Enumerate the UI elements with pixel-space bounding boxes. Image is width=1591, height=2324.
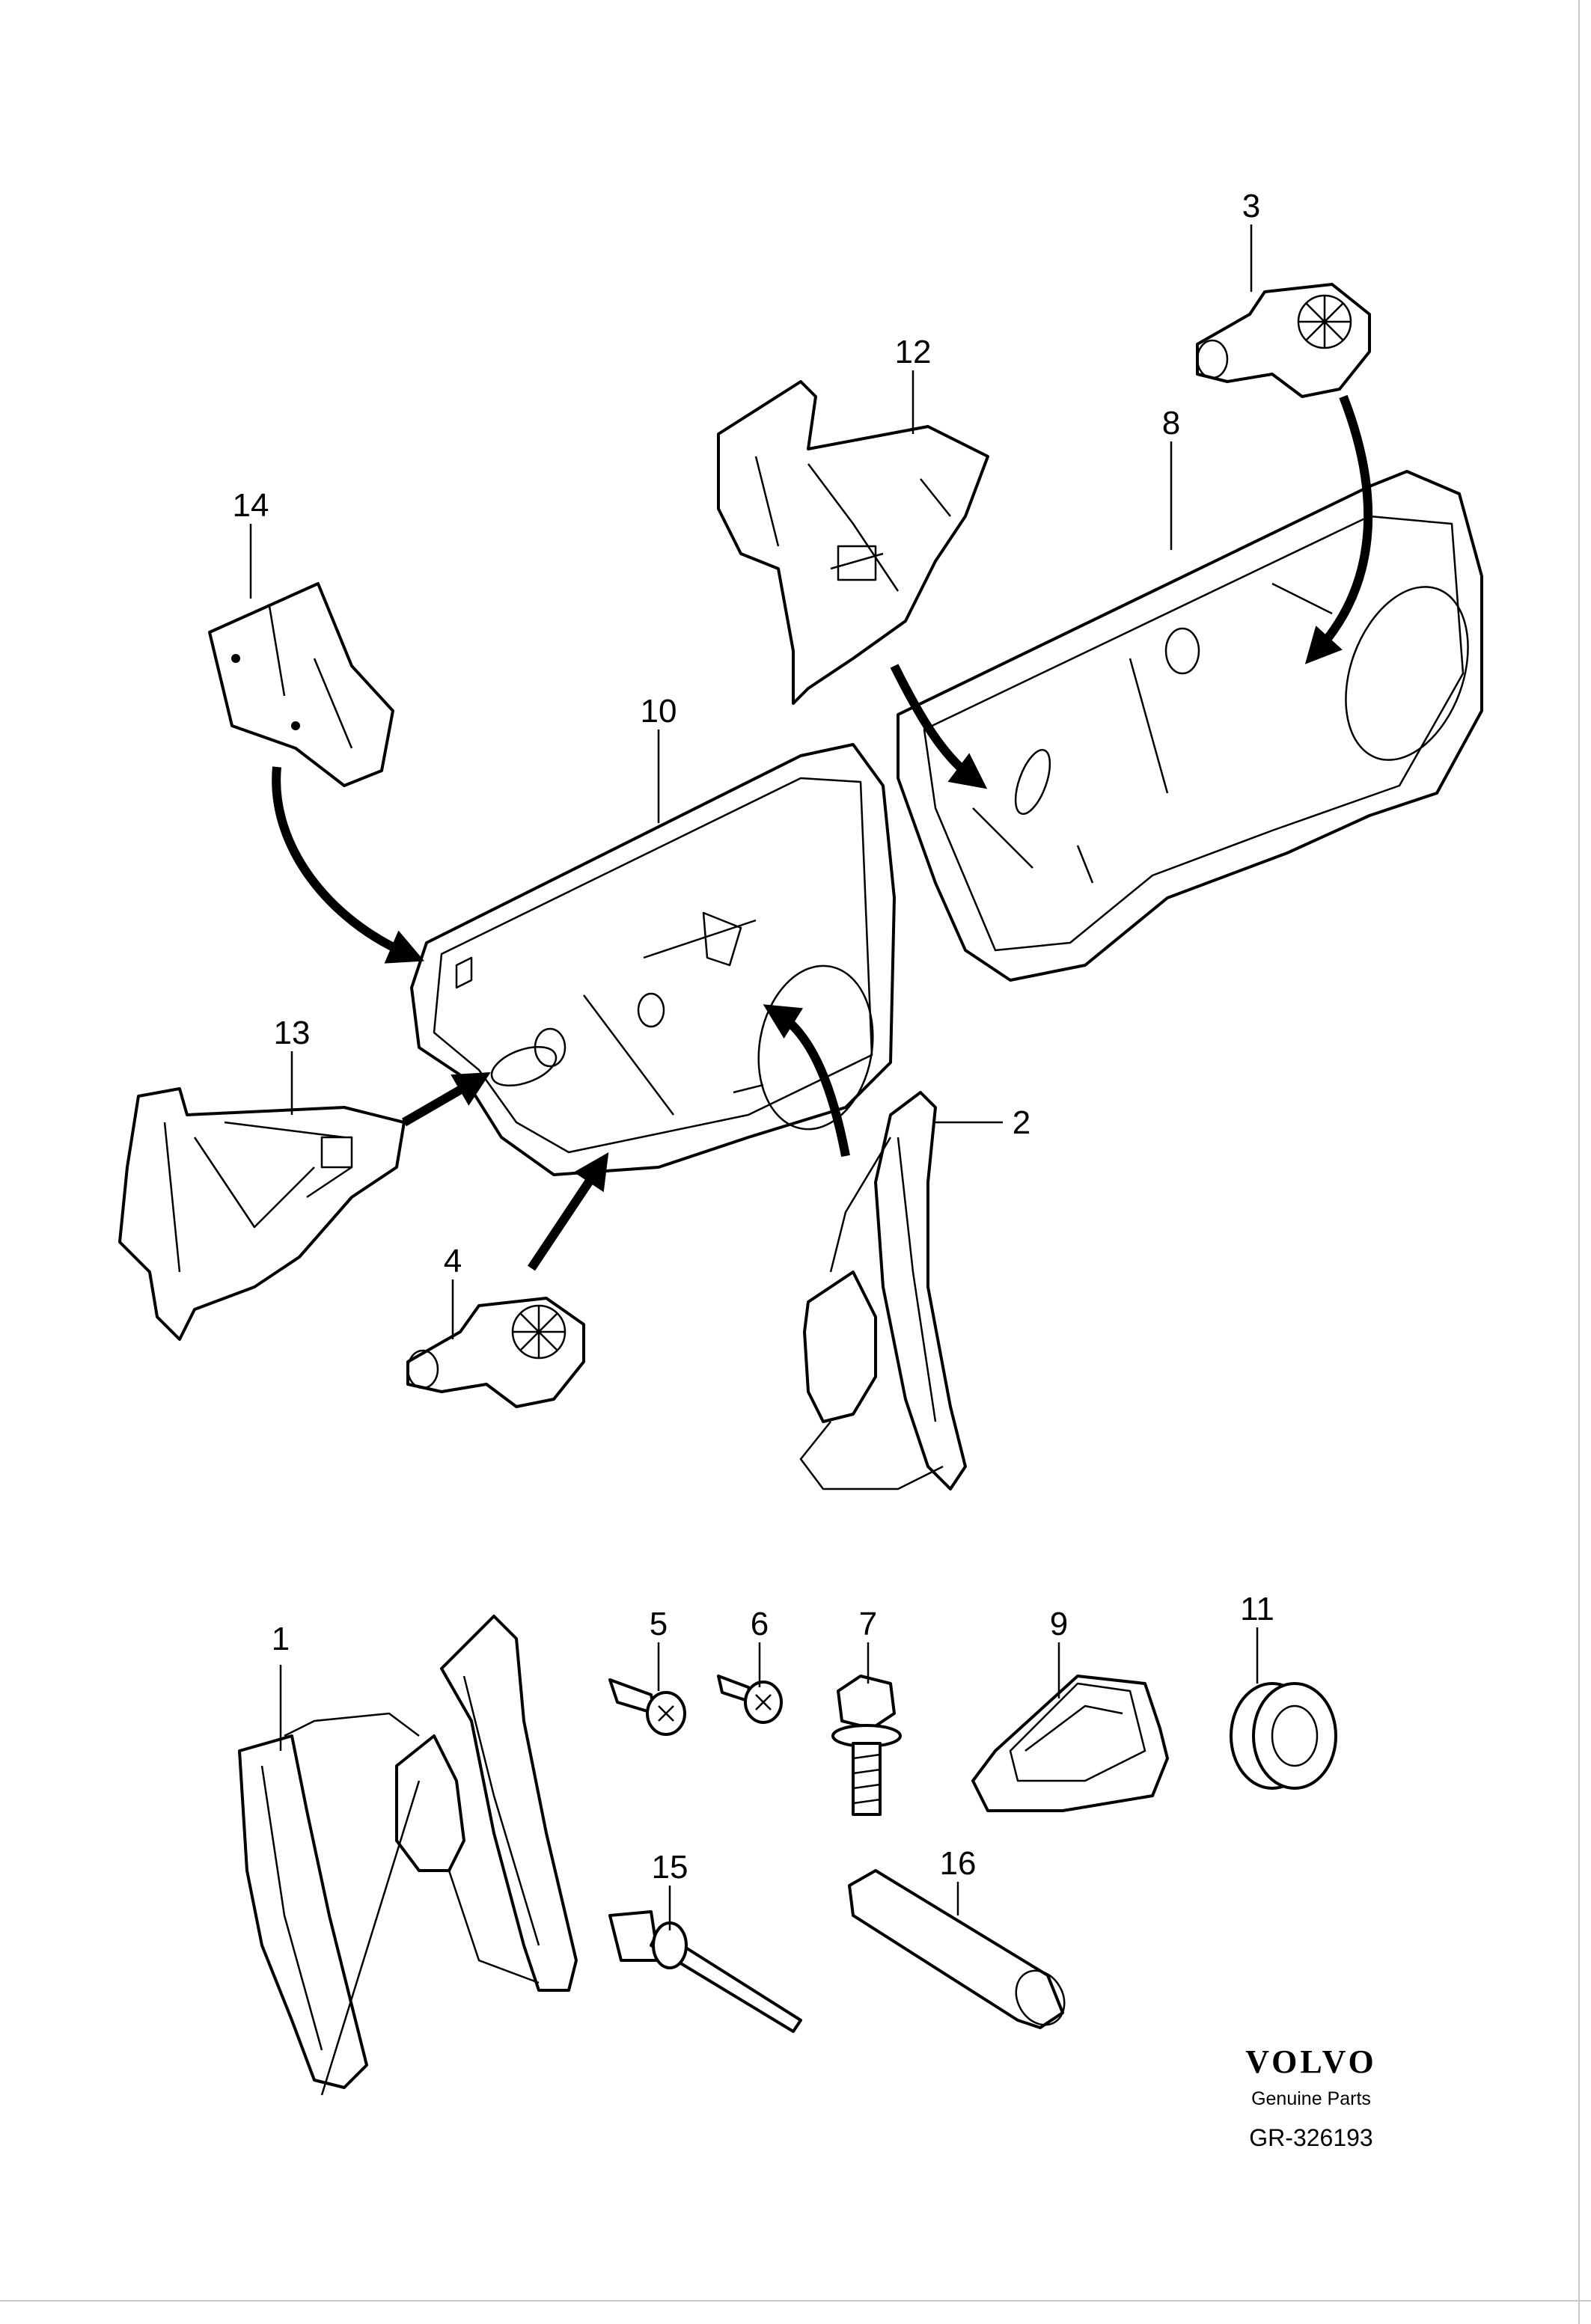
part-2-regulator[interactable] [799,1091,967,1490]
callout-11: 11 [1240,1591,1274,1627]
callout-labels: 1 2 3 4 5 6 7 8 9 10 11 12 13 14 15 16 [233,188,1274,1886]
callout-2: 2 [1013,1104,1030,1141]
callout-12: 12 [895,334,932,370]
brand-block: VOLVO Genuine Parts GR-326193 [1245,2043,1377,2151]
part-8-door-module[interactable] [897,470,1491,982]
callout-16: 16 [940,1845,977,1882]
part-14-cover[interactable] [208,582,394,787]
part-4-motor[interactable] [406,1297,585,1408]
assembly-arrows [272,394,1373,1271]
part-13-carrier[interactable] [118,1087,406,1341]
callout-1: 1 [272,1621,290,1657]
volvo-logo: VOLVO [1245,2043,1377,2080]
callout-6: 6 [751,1606,769,1642]
callout-3: 3 [1242,188,1260,224]
part-11-plug[interactable] [1230,1682,1337,1790]
callout-13: 13 [274,1015,311,1051]
callout-15: 15 [652,1849,688,1886]
part-16-tube[interactable] [848,1869,1074,2034]
part-1-regulator[interactable] [238,1615,578,2096]
callout-5: 5 [650,1606,668,1642]
part-7-bolt[interactable] [831,1675,902,1816]
diagram-code: GR-326193 [1249,2124,1372,2151]
leader-lines [249,224,1259,1930]
part-3-motor[interactable] [1196,283,1371,398]
part-15-rivet[interactable] [608,1910,802,2033]
callout-9: 9 [1050,1606,1068,1642]
part-5-screw[interactable] [608,1678,686,1736]
part-12-carrier[interactable] [717,380,989,705]
callout-7: 7 [859,1606,877,1642]
callout-14: 14 [233,487,269,524]
part-6-screw[interactable] [717,1675,783,1724]
genuine-parts-label: Genuine Parts [1251,2088,1371,2109]
callout-8: 8 [1162,405,1180,441]
part-9-grommet[interactable] [971,1675,1169,1812]
callout-10: 10 [641,693,677,730]
part-10-door-module[interactable] [410,743,896,1176]
callout-4: 4 [444,1243,462,1279]
